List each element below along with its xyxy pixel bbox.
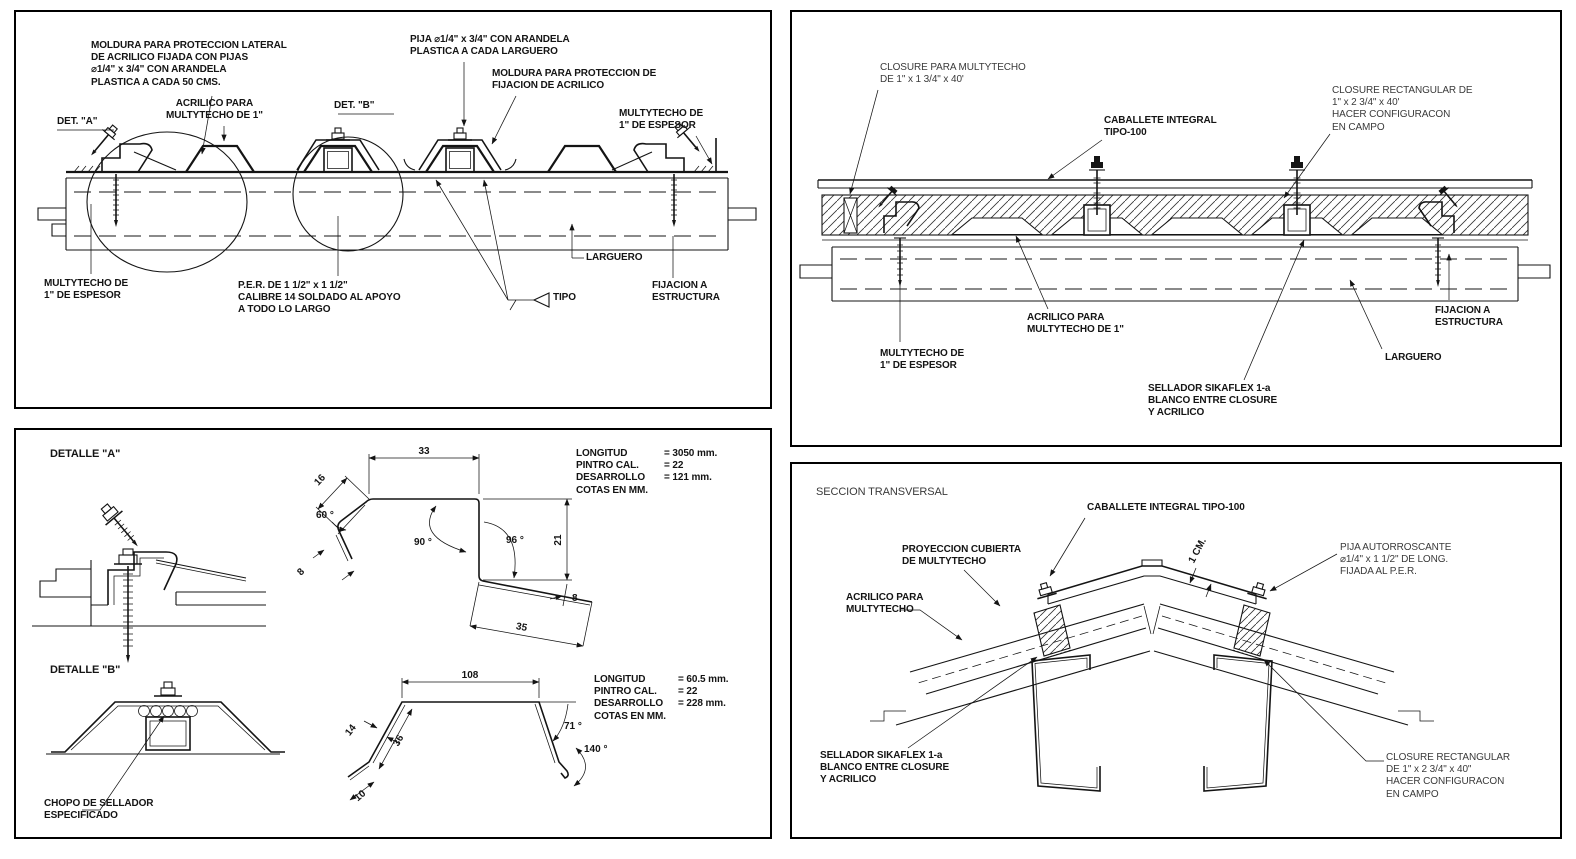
label-caballete: CABALLETE INTEGRAL TIPO-100	[1087, 502, 1245, 513]
label-acrilico: ACRILICO PARA MULTYTECHO DE 1"	[166, 98, 263, 122]
label-multytecho: MULTYTECHO DE 1" DE ESPESOR	[880, 348, 965, 372]
dim-a-lip: 8	[295, 566, 307, 578]
dim-b-hem: 10	[353, 788, 369, 804]
label-per: P.E.R. DE 1 1/2" x 1 1/2" CALIBRE 14 SOL…	[238, 280, 401, 316]
transversal-section-drawing: 1 CM.	[870, 517, 1434, 792]
sloped-panels	[870, 603, 1434, 726]
label-title: SECCION TRANSVERSAL	[816, 486, 948, 498]
label-det-a: DET. "A"	[57, 116, 98, 127]
label-tipo: TIPO	[553, 292, 576, 303]
label-moldura-fijacion: MOLDURA PARA PROTECCION DE FIJACION DE A…	[492, 68, 657, 92]
protection-caps	[296, 127, 517, 171]
leader-lines	[900, 517, 1384, 762]
label-detalle-b: DETALLE "B"	[50, 664, 121, 676]
larguero-beam	[37, 177, 757, 251]
specs-b-values: = 60.5 mm. = 22 = 228 mm.	[678, 674, 729, 710]
panel-detalles: 33 16 60 ° 8 90 ° 96 ° 21 35 8	[14, 428, 772, 839]
label-pija: PIJA AUTORROSCANTE ⌀1/4" x 1 1/2" DE LON…	[1340, 542, 1452, 578]
label-detalle-a: DETALLE "A"	[50, 448, 121, 460]
detalle-a-drawing	[32, 503, 266, 663]
label-caballete: CABALLETE INTEGRAL TIPO-100	[1104, 115, 1217, 139]
closure-blocks	[1033, 581, 1271, 660]
acrylic-hatch-band	[821, 194, 1529, 241]
specs-a-values: = 3050 mm. = 22 = 121 mm.	[664, 448, 718, 484]
dim-b-diag: 36	[391, 733, 406, 749]
label-pija: PIJA ⌀1/4" x 3/4" CON ARANDELA PLASTICA …	[410, 34, 570, 58]
per-tubes	[323, 147, 475, 173]
panel-seccion-caballete: CLOSURE PARA MULTYTECHO DE 1" x 1 3/4" x…	[790, 10, 1562, 447]
label-acrilico: ACRILICO PARA MULTYTECHO DE 1"	[1027, 312, 1124, 336]
dim-a-diag: 16	[312, 472, 328, 488]
caballete-cap	[1047, 559, 1257, 605]
label-acrilico: ACRILICO PARA MULTYTECHO	[846, 592, 924, 616]
specs-b-names: LONGITUD PINTRO CAL. DESARROLLO COTAS EN…	[594, 674, 666, 722]
dim-a-angle3: 96 °	[506, 535, 524, 546]
dim-a-side: 21	[553, 534, 564, 546]
dim-b-top: 108	[462, 670, 479, 681]
detalle-b-drawing	[46, 681, 285, 811]
dim-a-angle2: 90 °	[414, 537, 432, 548]
dim-b-left: 14	[343, 722, 359, 738]
left-edge-molding	[91, 124, 177, 227]
left-closure-strip	[843, 197, 858, 234]
c-purlins	[1031, 654, 1273, 792]
detail-circles	[57, 113, 404, 273]
caballete-band	[817, 179, 1533, 189]
closure-section-drawing	[799, 89, 1551, 381]
label-det-b: DET. "B"	[334, 100, 375, 111]
lateral-section-drawing	[37, 62, 757, 311]
label-larguero: LARGUERO	[586, 252, 643, 263]
label-larguero: LARGUERO	[1385, 352, 1442, 363]
label-fijacion: FIJACION A ESTRUCTURA	[652, 280, 720, 304]
dim-a-angle1: 60 °	[316, 510, 334, 521]
label-closure-para: CLOSURE PARA MULTYTECHO DE 1" x 1 3/4" x…	[880, 62, 1026, 86]
label-sellador: SELLADOR SIKAFLEX 1-a BLANCO ENTRE CLOSU…	[820, 750, 950, 786]
profile-a-drawing: 33 16 60 ° 8 90 ° 96 ° 21 35 8	[295, 446, 593, 648]
per-tubes-screws	[1083, 156, 1311, 236]
label-multytecho-left: MULTYTECHO DE 1" DE ESPESOR	[44, 278, 129, 302]
roof-deck-profile	[66, 144, 728, 174]
dim-a-lip2: 8	[572, 593, 578, 604]
dim-a-bottom: 35	[515, 621, 528, 634]
label-proyeccion: PROYECCION CUBIERTA DE MULTYTECHO	[902, 544, 1022, 568]
panel-seccion-transversal: 1 CM. SECCION TRANSVERSAL CABALLETE INTE…	[790, 462, 1562, 839]
right-edge-molding	[611, 122, 717, 227]
label-chopo: CHOPO DE SELLADOR ESPECIFICADO	[44, 798, 154, 822]
panel-seccion-lateral: MOLDURA PARA PROTECCION LATERAL DE ACRIL…	[14, 10, 772, 409]
label-closure-rect: CLOSURE RECTANGULAR DE 1" x 2 3/4" x 40"…	[1386, 752, 1511, 800]
dim-b-angle1: 71 °	[564, 721, 582, 732]
label-multytecho-right: MULTYTECHO DE 1" DE ESPESOR	[619, 108, 704, 132]
label-sellador: SELLADOR SIKAFLEX 1-a BLANCO ENTRE CLOSU…	[1148, 383, 1278, 419]
details-drawing: 33 16 60 ° 8 90 ° 96 ° 21 35 8	[32, 446, 607, 811]
dim-1cm-text: 1 CM.	[1187, 536, 1209, 565]
dim-a-top: 33	[418, 446, 430, 457]
leader-lines	[849, 89, 1452, 381]
label-moldura-lateral: MOLDURA PARA PROTECCION LATERAL DE ACRIL…	[91, 40, 287, 88]
label-fijacion: FIJACION A ESTRUCTURA	[1435, 305, 1503, 329]
larguero-beam	[799, 246, 1551, 302]
specs-a-names: LONGITUD PINTRO CAL. DESARROLLO COTAS EN…	[576, 448, 648, 496]
leader-lines	[90, 62, 713, 311]
label-closure-rect: CLOSURE RECTANGULAR DE 1" x 2 3/4" x 40'…	[1332, 85, 1473, 133]
profile-b-drawing: 108 71 ° 140 ° 14 36 10	[343, 670, 607, 804]
right-molding	[1418, 185, 1458, 287]
dim-b-angle2: 140 °	[584, 744, 607, 755]
